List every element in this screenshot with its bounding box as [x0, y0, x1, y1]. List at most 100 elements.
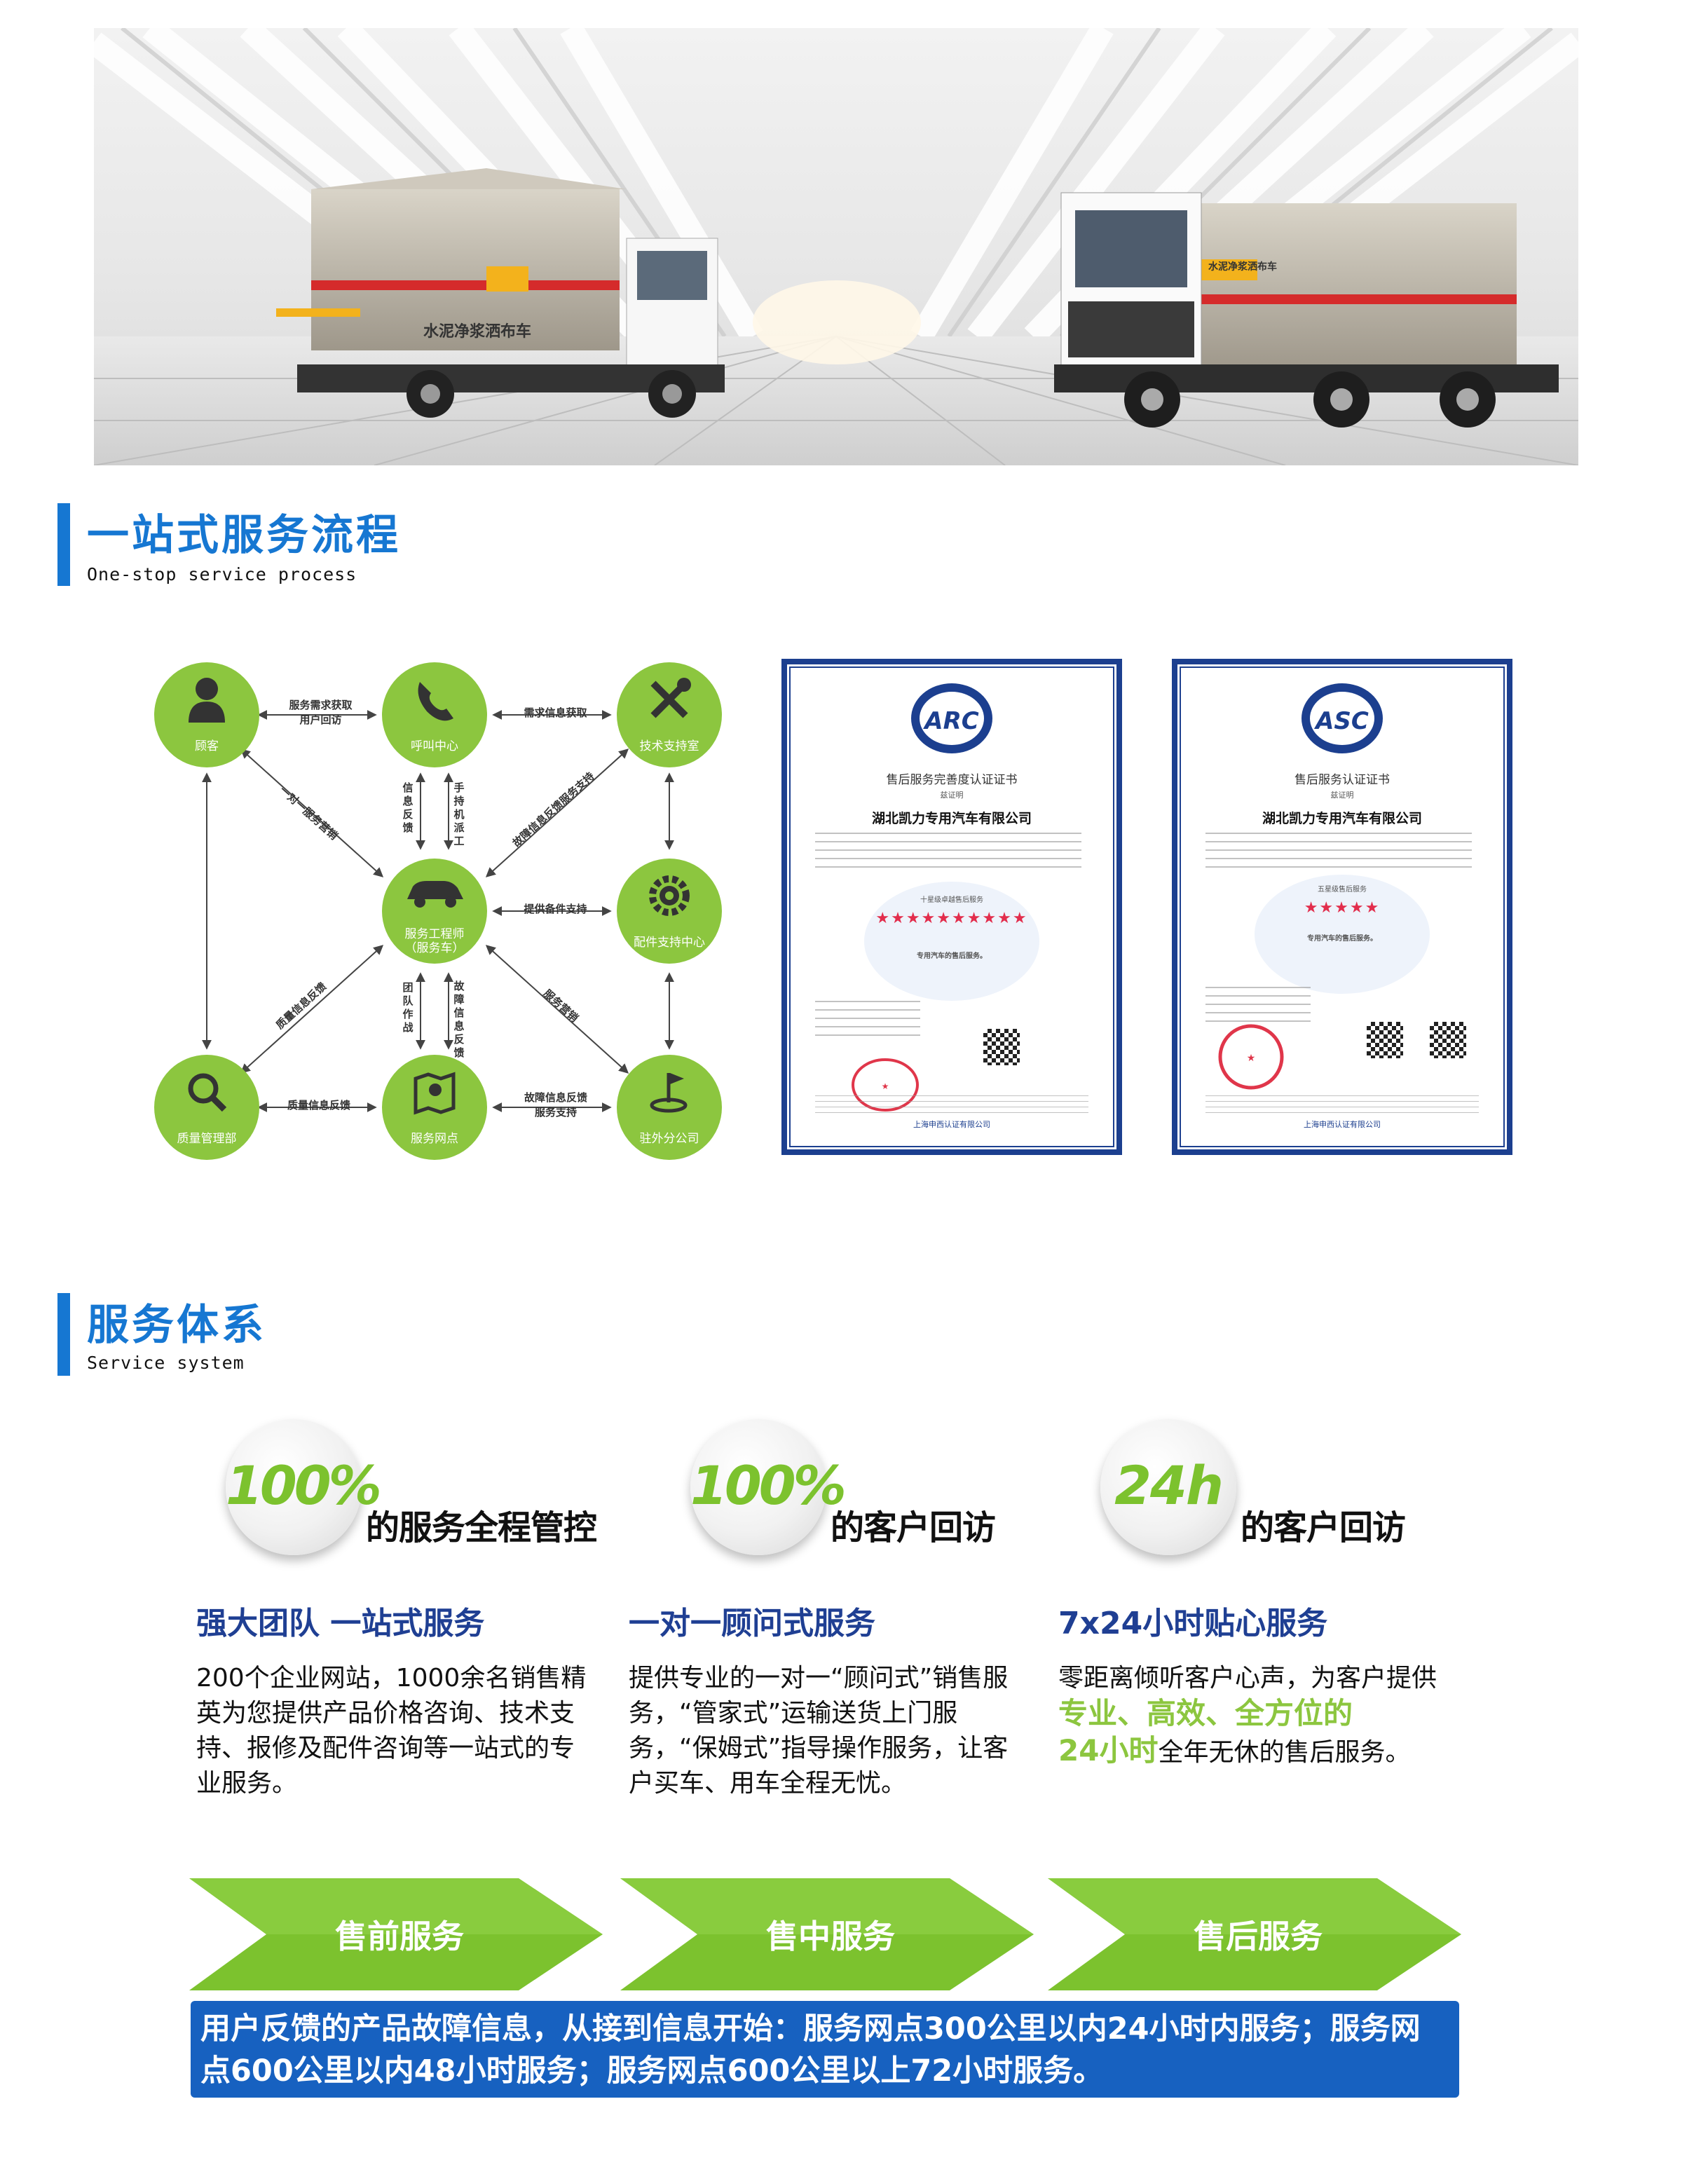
card1-caption: 的服务全程管控: [366, 1508, 597, 1547]
svg-text:★: ★: [882, 1081, 889, 1091]
cert-arc-issuer: 上海申西认证有限公司: [913, 1120, 990, 1129]
cert-arc-stars: ★★★★★★★★★★: [875, 910, 1028, 927]
edge-branch-point: 故障信息反馈 服务支持: [524, 1091, 587, 1119]
cert-arc-badge-text: ARC: [922, 707, 978, 735]
card1-body: 200个企业网站，1000余名销售精英为您提供产品价格咨询、技术支持、报修及配件…: [196, 1664, 587, 1798]
cert-asc-zheng: 兹证明: [1330, 791, 1354, 800]
certificate-asc: ASC 售后服务认证证书 兹证明 湖北凯力专用汽车有限公司 五星级售后服务 ★★…: [1172, 659, 1512, 1155]
edge-call-tech: 需求信息获取: [524, 706, 587, 719]
stage-presale-label: 售前服务: [335, 1918, 464, 1955]
edge-parts-engineer: 提供备件支持: [524, 903, 587, 915]
card1-title: 强大团队 一站式服务: [196, 1606, 485, 1641]
truck-left-label: 水泥净浆洒布车: [423, 322, 531, 341]
svg-text:★: ★: [1247, 1053, 1256, 1064]
truck-right: 水泥净浆洒布车: [1054, 192, 1559, 428]
node-tech-support: 技术支持室: [617, 662, 722, 767]
cert-arc-zheng: 兹证明: [940, 791, 964, 800]
card1-badge-value: 100%: [226, 1454, 382, 1517]
node-engineer-label: 服务工程师 （服务车）: [404, 927, 465, 955]
location-flag-icon: [617, 1067, 722, 1119]
cert-arc-notes: [815, 1095, 1088, 1114]
hero-image: 水泥净浆洒布车 水泥净浆洒布车: [94, 28, 1578, 465]
node-parts-center: 配件支持中心: [617, 859, 722, 964]
edge-engineer-point-a: 团队作战: [402, 981, 414, 1034]
node-call-center: 呼叫中心: [382, 662, 487, 767]
section1-title: 一站式服务流程: [87, 511, 401, 560]
cert-asc-company: 湖北凯力专用汽车有限公司: [1262, 811, 1422, 826]
service-commitment-notice: 用户反馈的产品故障信息，从接到信息开始：服务网点300公里以内24小时内服务；服…: [191, 2001, 1459, 2098]
node-quality: 质量管理部: [154, 1055, 259, 1160]
node-quality-label: 质量管理部: [177, 1132, 237, 1146]
node-service-point-label: 服务网点: [411, 1132, 458, 1146]
card3-title: 7x24小时贴心服务: [1058, 1606, 1328, 1641]
card2-body: 提供专业的一对一“顾问式”销售服务，“管家式”运输送货上门服务，“保姆式”指导操…: [629, 1664, 1009, 1798]
node-customer: 顾客: [154, 662, 259, 767]
cert-arc-details: [815, 833, 1081, 875]
cert-asc-title: 售后服务认证证书: [1294, 773, 1390, 787]
cert-asc-details: [1205, 833, 1472, 868]
node-call-center-label: 呼叫中心: [411, 739, 458, 753]
card1-badge: 100%: [226, 1419, 382, 1555]
person-icon: [154, 675, 259, 727]
card3-body-highlight1: 专业、高效、全方位的: [1058, 1696, 1353, 1730]
cert-arc-grade: 十星级卓越售后服务: [920, 896, 983, 904]
section1-subtitle: One-stop service process: [87, 564, 357, 585]
stage-arrow-insale: 售中服务: [620, 1878, 1034, 1990]
card3-body-post: 全年无休的售后服务。: [1158, 1738, 1411, 1767]
node-service-point: 服务网点: [382, 1055, 487, 1160]
hero-banner: 水泥净浆洒布车 水泥净浆洒布车: [94, 28, 1578, 465]
node-branch-label: 驻外分公司: [639, 1132, 699, 1146]
cert-asc-badge-icon: ASC: [1302, 683, 1383, 753]
card3-badge: 24h: [1100, 1419, 1236, 1555]
cert-asc-watermark: [1255, 875, 1430, 994]
card3-body-highlight2: 24小时: [1058, 1733, 1159, 1768]
card3-badge-value: 24h: [1114, 1454, 1224, 1517]
card2-badge-value: 100%: [690, 1454, 847, 1517]
stage-arrow-presale: 售前服务: [189, 1878, 603, 1990]
phone-icon: [382, 675, 487, 727]
qr-code-icon: [1430, 1022, 1466, 1058]
cert-asc-badge-text: ASC: [1313, 707, 1369, 735]
cert-asc-seal-icon: ★: [1218, 1024, 1284, 1090]
cert-asc-dates: [1205, 987, 1311, 1029]
cert-asc-grade: 五星级售后服务: [1318, 886, 1367, 894]
cert-asc-stars: ★★★★★: [1304, 899, 1381, 917]
section1-bar: [57, 503, 70, 586]
stage-insale-label: 售中服务: [766, 1918, 895, 1955]
cert-arc-title: 售后服务完善度认证证书: [886, 773, 1018, 787]
node-tech-support-label: 技术支持室: [639, 739, 699, 753]
edge-point-quality: 质量信息反馈: [287, 1099, 350, 1112]
edge-call-engineer-b: 手持机派工: [453, 781, 465, 847]
section2-bar: [57, 1293, 70, 1376]
car-icon: [382, 871, 487, 916]
process-connectors: [202, 710, 674, 1112]
tools-icon: [617, 675, 722, 727]
map-icon: [382, 1067, 487, 1119]
edge-customer-call: 服务需求获取 用户回访: [289, 699, 353, 726]
cert-asc-issuer: 上海申西认证有限公司: [1304, 1120, 1381, 1129]
process-diagram: 顾客 呼叫中心 技术支持室 服务工程师 （服务车） 配件支持中心 质量管理部: [140, 645, 757, 1177]
card2-caption: 的客户回访: [831, 1508, 996, 1547]
truck-left: 水泥净浆洒布车: [276, 168, 725, 418]
node-branch: 驻外分公司: [617, 1055, 722, 1160]
node-parts-center-label: 配件支持中心: [634, 936, 705, 950]
node-customer-label: 顾客: [195, 739, 219, 753]
gear-icon: [617, 871, 722, 923]
edge-engineer-point-b: 故障信息反馈: [453, 980, 465, 1059]
card2-title: 一对一顾问式服务: [629, 1606, 875, 1641]
cert-arc-scope: 专用汽车的售后服务。: [917, 952, 987, 960]
stage-arrow-aftersale: 售后服务: [1048, 1878, 1461, 1990]
truck-right-label: 水泥净浆洒布车: [1208, 261, 1277, 273]
certificate-arc: ARC 售后服务完善度认证证书 兹证明 湖北凯力专用汽车有限公司 十星级卓越售后…: [781, 659, 1122, 1155]
qr-code-icon: [1367, 1022, 1403, 1058]
cert-arc-watermark: [864, 882, 1039, 1001]
cert-asc-notes: [1205, 1095, 1479, 1114]
section2-title: 服务体系: [87, 1301, 266, 1350]
qr-code-icon: [983, 1029, 1020, 1065]
node-engineer: 服务工程师 （服务车）: [382, 859, 487, 964]
cert-arc-company: 湖北凯力专用汽车有限公司: [871, 811, 1032, 826]
section2-subtitle: Service system: [87, 1353, 245, 1373]
card3-caption: 的客户回访: [1241, 1508, 1406, 1547]
magnifier-icon: [154, 1067, 259, 1119]
